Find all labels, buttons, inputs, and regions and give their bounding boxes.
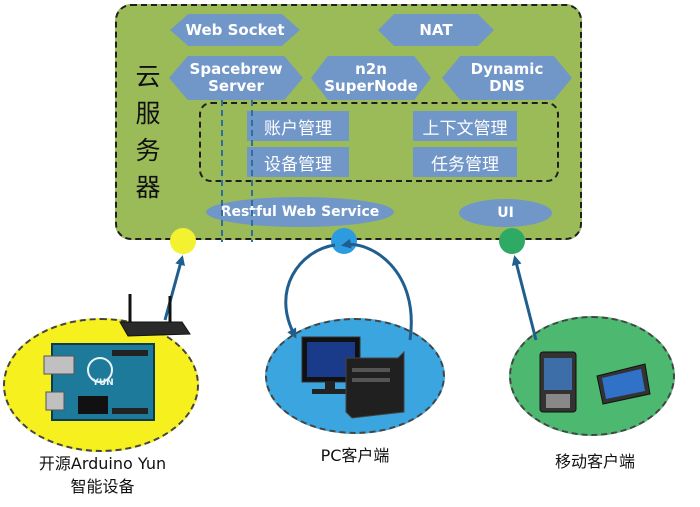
arduino-board-label: YUN (92, 378, 114, 388)
task-management-box: 任务管理 (413, 147, 517, 177)
mobile-connection-dot (499, 228, 525, 254)
arduino-arrow (163, 255, 185, 321)
mobile-arrow (511, 255, 538, 341)
cloud-title: 云服务器 (135, 62, 161, 202)
device-management-box: 设备管理 (247, 147, 349, 177)
mobile-client-label: 移动客户端 (554, 452, 635, 471)
ui-ellipse: UI (459, 199, 552, 227)
nat-hexagon: NAT (378, 14, 494, 46)
smartphone-icon (539, 351, 577, 413)
spacebrew-hexagon: Spacebrew Server (169, 56, 303, 100)
pc-icon (301, 336, 405, 419)
n2n-hexagon: n2n SuperNode (311, 56, 431, 100)
management-group (199, 102, 559, 182)
arduino-connection-dot (170, 228, 196, 254)
ddns-hexagon: Dynamic DNS (442, 56, 572, 100)
router-icon (119, 294, 191, 337)
pc-arrow-down (284, 243, 336, 339)
arduino-client-label: 开源Arduino Yun 智能设备 (38, 454, 167, 496)
websocket-hexagon: Web Socket (170, 14, 300, 46)
context-management-box: 上下文管理 (413, 111, 517, 141)
tablet-icon (596, 363, 651, 405)
restful-service-ellipse: Restful Web Service (206, 197, 394, 227)
pc-client-label: PC客户端 (320, 446, 390, 465)
arduino-board-icon (43, 343, 155, 421)
account-management-box: 账户管理 (247, 111, 349, 141)
pc-arrow-up (341, 238, 413, 341)
